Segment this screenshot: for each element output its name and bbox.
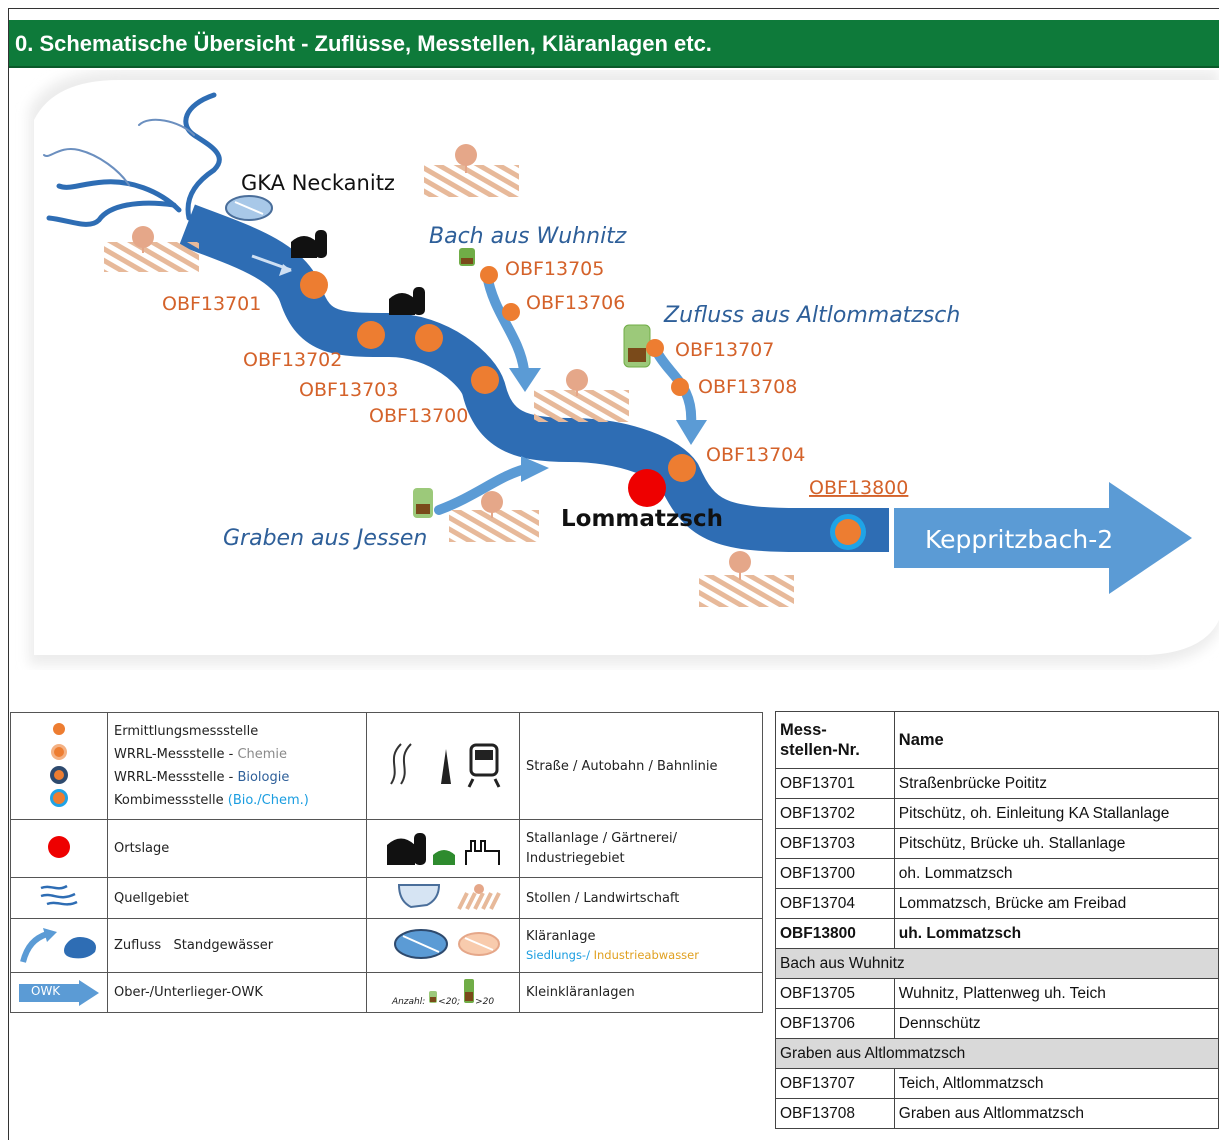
legend-row-owk: OWK Ober-/Unterlieger-OWK Anzahl: <20; >… <box>10 972 763 1013</box>
station-markers <box>300 266 696 482</box>
label-graben-jessen: Graben aus Jessen <box>223 526 427 551</box>
legend-row-zufluss: Zufluss Standgewässer Kläranlage Siedlun… <box>10 918 763 973</box>
agriculture-icons <box>104 144 794 607</box>
legend-road-icons <box>366 712 520 820</box>
label-bach-wuhnitz: Bach aus Wuhnitz <box>429 224 627 249</box>
legend-table: Ermittlungsmessstelle WRRL-Messstelle - … <box>10 712 763 1013</box>
owk-arrow-icon: OWK <box>19 979 99 1006</box>
label-owk: Keppritzbach-2 <box>925 525 1113 554</box>
table-group-row: Bach aus Wuhnitz <box>775 948 1219 979</box>
legend-row-ortslage: Ortslage Stallanlage / Gärtnerei/ Indust… <box>10 819 763 878</box>
treatment-plants-icon <box>393 928 500 959</box>
source-streams <box>43 92 222 227</box>
page-frame <box>8 8 1219 1140</box>
large-septic-icon <box>464 979 475 1003</box>
legend-road-text: Straße / Autobahn / Bahnlinie <box>519 712 763 820</box>
label-gka: GKA Neckanitz <box>241 171 395 195</box>
label-OBF13800: OBF13800 <box>809 477 908 499</box>
schematic-map: GKA Neckanitz Bach aus Wuhnitz Zufluss a… <box>29 70 1219 665</box>
source-area-icon <box>40 884 78 906</box>
label-zufluss-altlommatzsch: Zufluss aus Altlommatzsch <box>663 303 960 328</box>
legend-station-text: Ermittlungsmessstelle WRRL-Messstelle - … <box>107 712 367 820</box>
tributary-lake-icon <box>20 927 96 963</box>
kombi-station <box>835 519 861 545</box>
treatment-plant-icon <box>225 195 273 221</box>
label-lommatzsch: Lommatzsch <box>561 506 723 532</box>
label-OBF13703: OBF13703 <box>299 379 398 401</box>
septic-tank-icons <box>413 248 651 518</box>
owk-arrow <box>894 482 1192 594</box>
barn-icons <box>291 230 425 315</box>
label-OBF13701: OBF13701 <box>162 293 261 315</box>
septic-count-legend: Anzahl: <20; >20 <box>366 972 520 1013</box>
town-marker <box>628 469 666 507</box>
label-OBF13700: OBF13700 <box>369 405 468 427</box>
label-OBF13706: OBF13706 <box>526 292 625 314</box>
label-OBF13708: OBF13708 <box>698 376 797 398</box>
label-OBF13704: OBF13704 <box>706 444 805 466</box>
legend-station-icons <box>10 712 108 820</box>
table-group-row: Graben aus Altlommatzsch <box>775 1038 1219 1069</box>
small-septic-icon <box>429 991 438 1003</box>
map-card <box>34 80 1219 655</box>
label-OBF13705: OBF13705 <box>505 258 604 280</box>
town-icon <box>48 835 70 858</box>
label-OBF13707: OBF13707 <box>675 339 774 361</box>
label-OBF13702: OBF13702 <box>243 349 342 371</box>
station-types-icon <box>50 723 68 807</box>
stations-table-header: Mess- stellen-Nr. Name <box>775 711 1219 769</box>
legend-row-quellgebiet: Quellgebiet Stollen / Landwirtschaft <box>10 877 763 919</box>
barn-greenhouse-industry-icon <box>386 832 500 865</box>
legend-row-stations: Ermittlungsmessstelle WRRL-Messstelle - … <box>10 712 763 820</box>
tunnel-agriculture-icon <box>397 884 501 910</box>
road-highway-rail-icon <box>389 743 500 788</box>
page-title: 0. Schematische Übersicht - Zuflüsse, Me… <box>9 20 1219 68</box>
